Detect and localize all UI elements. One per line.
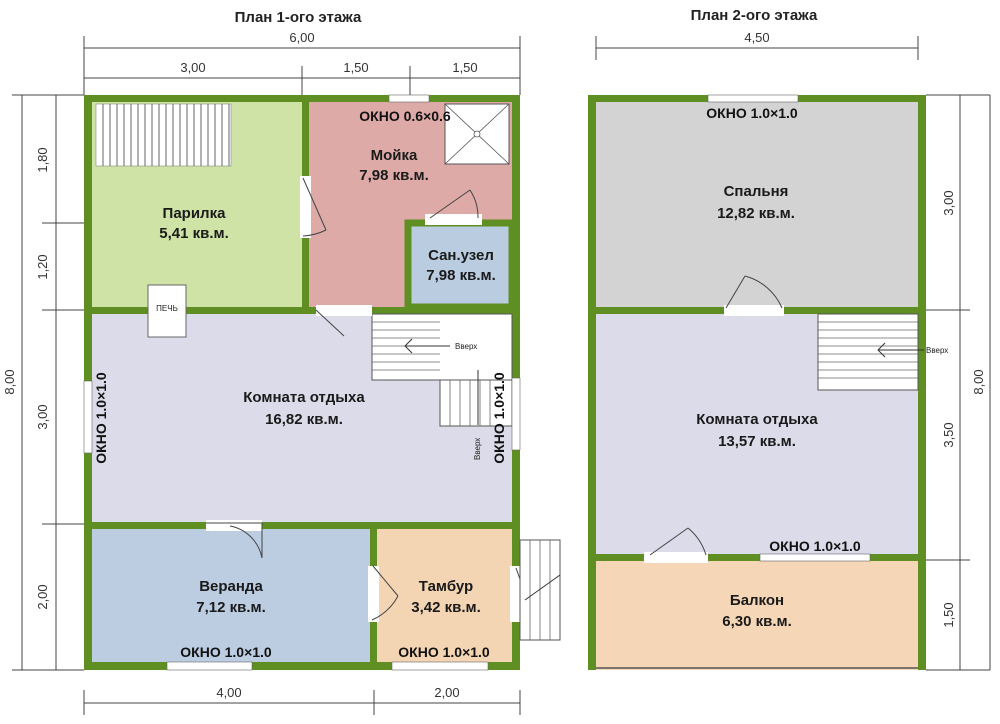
- window-label-tambur: ОКНО 1.0×1.0: [398, 644, 490, 660]
- dim-f2-right-a: 3,00: [941, 190, 956, 215]
- parilka-area: 5,41 кв.м.: [159, 225, 229, 242]
- staircase-floor2: [817, 313, 924, 391]
- dim-f2-right-total: 8,00: [971, 369, 986, 394]
- room-balkon: [596, 561, 918, 670]
- dim-f1-top-b: 1,50: [343, 60, 368, 75]
- tambur-name: Тамбур: [419, 578, 473, 595]
- stove-label: ПЕЧЬ: [156, 304, 178, 313]
- window-label-komnata1-left: ОКНО 1.0×1.0: [93, 372, 109, 464]
- spalnya-name: Спальня: [724, 183, 789, 200]
- dim-f1-left-c: 3,00: [35, 404, 50, 429]
- window-label-veranda: ОКНО 1.0×1.0: [180, 644, 272, 660]
- sanuzel-name: Сан.узел: [428, 247, 494, 264]
- shower-tray: [444, 103, 510, 165]
- dim-f1-top-c: 1,50: [452, 60, 477, 75]
- porch-steps: [519, 539, 561, 641]
- dim-f1-left-b: 1,20: [35, 254, 50, 279]
- dim-f2-total: 4,50: [744, 30, 769, 45]
- dim-f1-left-a: 1,80: [35, 147, 50, 172]
- window-label-moyka: ОКНО 0.6×0.6: [359, 108, 451, 124]
- tambur-area: 3,42 кв.м.: [411, 599, 481, 616]
- floor1-title: План 1-ого этажа: [235, 9, 362, 26]
- dim-f2-right-c: 1,50: [941, 602, 956, 627]
- window-label-komnata1-right: ОКНО 1.0×1.0: [491, 372, 507, 464]
- balkon-name: Балкон: [730, 592, 784, 609]
- sauna-bench: [95, 103, 232, 167]
- floor2-dimensions: [595, 36, 991, 671]
- door-swings-floor2: [649, 275, 783, 556]
- floor1-plan: ПЕЧЬ Вверх Вверх: [83, 94, 561, 671]
- komnata1-name: Комната отдыха: [243, 389, 365, 406]
- dim-f1-top-a: 3,00: [180, 60, 205, 75]
- veranda-area: 7,12 кв.м.: [196, 599, 266, 616]
- door-openings-floor1: [206, 176, 522, 622]
- komnata1-area: 16,82 кв.м.: [265, 411, 343, 428]
- stairs-up-label-1: Вверх: [455, 342, 477, 351]
- balkon-area: 6,30 кв.м.: [722, 613, 792, 630]
- room-veranda: [92, 529, 370, 662]
- window-markers-floor1: [83, 94, 521, 671]
- dim-f1-bottom-b: 2,00: [434, 685, 459, 700]
- spalnya-area: 12,82 кв.м.: [717, 205, 795, 222]
- dim-f1-bottom-a: 4,00: [216, 685, 241, 700]
- window-label-komnata2: ОКНО 1.0×1.0: [769, 538, 861, 554]
- moyka-name: Мойка: [371, 147, 418, 164]
- komnata2-name: Комната отдыха: [696, 411, 818, 428]
- stairs-up-label-3: Вверх: [926, 346, 948, 355]
- dim-f1-total: 6,00: [289, 30, 314, 45]
- moyka-area: 7,98 кв.м.: [359, 167, 429, 184]
- staircase-floor1: [371, 313, 513, 427]
- stairs-up-label-2: Вверх: [473, 438, 482, 460]
- room-spalnya: [596, 102, 918, 307]
- stove: [147, 284, 187, 338]
- parilka-name: Парилка: [163, 205, 227, 222]
- floor2-plan: Вверх: [588, 94, 948, 670]
- sanuzel-area: 7,98 кв.м.: [426, 267, 496, 284]
- dim-f2-right-b: 3,50: [941, 422, 956, 447]
- room-sanuzel: [404, 219, 516, 311]
- room-tambur: [377, 529, 512, 662]
- window-label-spalnya: ОКНО 1.0×1.0: [706, 105, 798, 121]
- door-openings-floor2: [644, 305, 784, 563]
- window-markers-floor2: [707, 94, 871, 562]
- veranda-name: Веранда: [199, 578, 263, 595]
- dim-f1-left-d: 2,00: [35, 584, 50, 609]
- floor2-title: План 2-ого этажа: [691, 7, 818, 24]
- floor1-dimensions: [12, 36, 521, 715]
- dim-f1-left-total: 8,00: [2, 369, 17, 394]
- komnata2-area: 13,57 кв.м.: [718, 433, 796, 450]
